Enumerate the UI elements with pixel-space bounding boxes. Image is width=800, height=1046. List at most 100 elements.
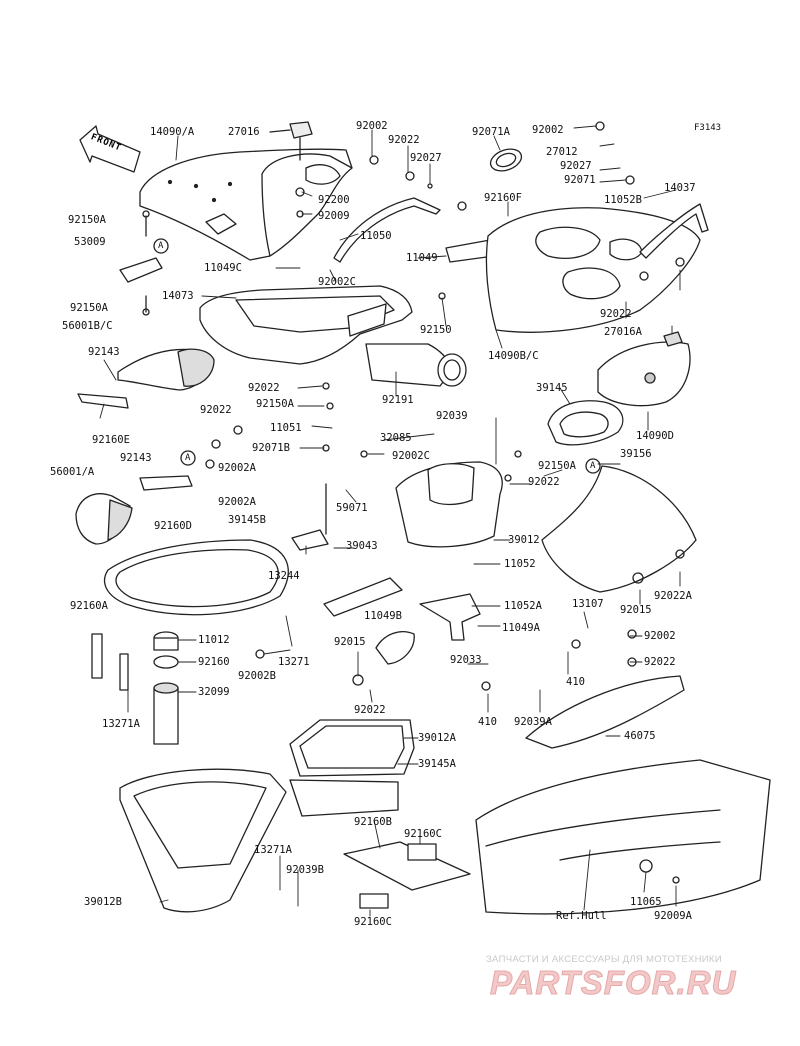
part-label: 92160C: [354, 916, 392, 928]
ring-part: [489, 148, 523, 172]
part-label: 92143: [88, 346, 120, 358]
plate-part: [323, 577, 403, 617]
part-label: 92022: [248, 382, 280, 394]
trim-d-part: [139, 475, 193, 491]
lid-part: [597, 331, 691, 407]
part-label: 92191: [382, 394, 414, 406]
part-label: 92150A: [256, 398, 294, 410]
right-hood-part: [485, 207, 701, 333]
part-label: A: [158, 241, 164, 251]
reference-a-marker-1: [153, 238, 169, 254]
part-label: 92150A: [538, 460, 576, 472]
reference-a-marker-2: [180, 450, 196, 466]
part-label: 92002C: [392, 450, 430, 462]
part-label: 13107: [572, 598, 604, 610]
bracket-13271a-part: [119, 653, 129, 691]
part-label: 92160: [198, 656, 230, 668]
part-label: 92160B: [354, 816, 392, 828]
part-label: 11049B: [364, 610, 402, 622]
part-label: 13271A: [254, 844, 292, 856]
trim-c-part-1: [407, 843, 437, 861]
part-label: 92022: [528, 476, 560, 488]
part-label: 92039: [436, 410, 468, 422]
part-label: 32099: [198, 686, 230, 698]
strap-part: [333, 197, 441, 263]
part-label: 27016A: [604, 326, 642, 338]
part-label: 11065: [630, 896, 662, 908]
watermark-caption: ЗАПЧАСТИ И АКСЕССУАРЫ ДЛЯ МОТОТЕХНИКИ: [486, 954, 722, 965]
trim-b-part: [343, 841, 471, 891]
clip-11049b-part: [375, 631, 415, 665]
part-label: 14090D: [636, 430, 674, 442]
part-label: 92022: [600, 308, 632, 320]
part-label: 92160C: [404, 828, 442, 840]
part-label: 11050: [360, 230, 392, 242]
part-label: Ref.Hull: [556, 910, 607, 922]
part-label: 92150A: [68, 214, 106, 226]
part-label: 92033: [450, 654, 482, 666]
part-label: 39156: [620, 448, 652, 460]
part-label: 92022: [644, 656, 676, 668]
part-label: A: [185, 453, 191, 463]
part-label: 11049C: [204, 262, 242, 274]
part-label: 92160D: [154, 520, 192, 532]
part-label: 39145A: [418, 758, 456, 770]
part-label: 92002A: [218, 496, 256, 508]
part-label: 11052: [504, 558, 536, 570]
part-label: 11012: [198, 634, 230, 646]
gasket-part: [547, 400, 624, 446]
mirror-right-part: [117, 348, 215, 391]
inner-storage-part: [199, 285, 413, 365]
part-label: 13271: [278, 656, 310, 668]
part-label: 92015: [620, 604, 652, 616]
front-hood-part: [139, 148, 353, 261]
storage-tray-part: [289, 719, 415, 817]
part-label: 92160F: [484, 192, 522, 204]
part-label: 39145: [536, 382, 568, 394]
part-label: 14090/A: [150, 126, 195, 138]
part-label: 39012B: [84, 896, 122, 908]
part-label: 13271A: [102, 718, 140, 730]
part-label: 56001/A: [50, 466, 95, 478]
part-label: 92009A: [654, 910, 692, 922]
part-label: 92022: [388, 134, 420, 146]
storage-box-part: [119, 768, 287, 913]
part-label: 14090B/C: [488, 350, 539, 362]
side-panel-part: [541, 465, 697, 593]
part-label: 39012: [508, 534, 540, 546]
part-label: 92002C: [318, 276, 356, 288]
part-label: 92015: [334, 636, 366, 648]
part-label: 92002: [644, 630, 676, 642]
part-label: 92002: [532, 124, 564, 136]
trim-a-part: [91, 633, 103, 679]
part-label: 92150: [420, 324, 452, 336]
part-label: 27016: [228, 126, 260, 138]
hull-reference-part: [475, 759, 771, 915]
part-label: 92143: [120, 452, 152, 464]
part-label: 92039A: [514, 716, 552, 728]
part-label: 92150A: [70, 302, 108, 314]
diagram-code: F3143: [694, 123, 722, 133]
part-label: 14037: [664, 182, 696, 194]
part-label: 92039B: [286, 864, 324, 876]
o-ring-part: [153, 655, 179, 669]
part-label: 92071A: [472, 126, 510, 138]
leader-lines: [99, 125, 681, 917]
hose-part: [365, 343, 467, 387]
part-label: 92027: [410, 152, 442, 164]
trim-c-part-2: [359, 893, 389, 909]
part-label: 92071: [564, 174, 596, 186]
part-label: 410: [566, 676, 585, 688]
part-label: 13244: [268, 570, 300, 582]
part-label: A: [590, 461, 596, 471]
part-label: 92002: [356, 120, 388, 132]
part-label: 92002A: [218, 462, 256, 474]
tube-part: [153, 687, 179, 745]
part-label: 92009: [318, 210, 350, 222]
watermark-logo: PARTSFOR.RU: [489, 964, 737, 1002]
mirror-left-part: [75, 493, 133, 545]
reference-a-marker-3: [585, 458, 601, 474]
part-label: 92200: [318, 194, 350, 206]
part-label: 410: [478, 716, 497, 728]
